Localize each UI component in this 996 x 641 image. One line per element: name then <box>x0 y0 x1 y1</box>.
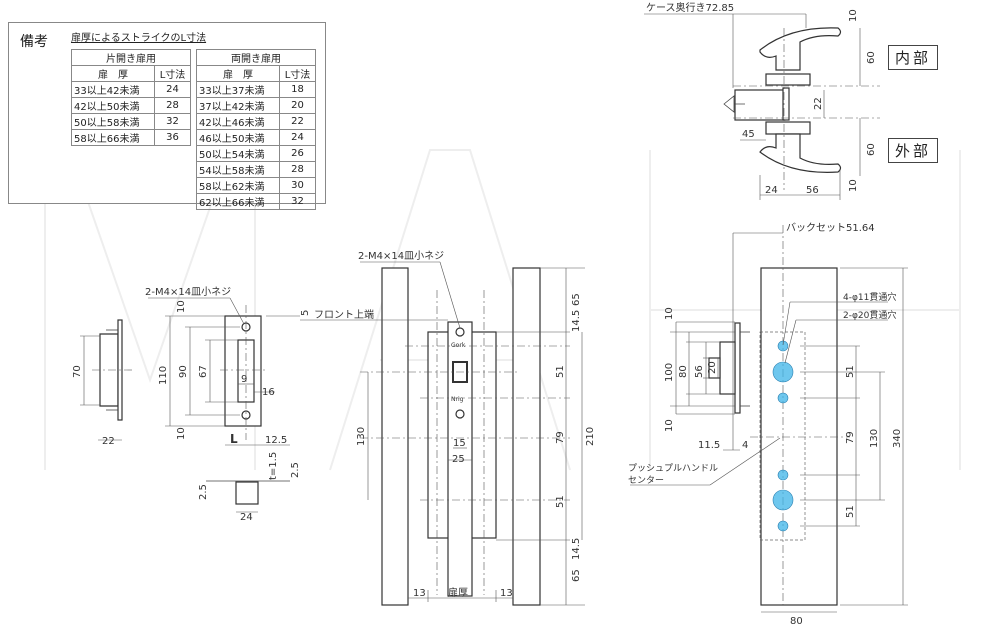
dimension-label: 340 <box>892 429 903 448</box>
hole-20mm <box>772 489 794 511</box>
dimension-label: 4 <box>742 440 748 451</box>
mounting-view: バックセット51.64 4-φ11貫通穴 2-φ20貫通穴 プッシュプルハンドル… <box>628 222 908 627</box>
front-screw-label: 2-M4×14皿小ネジ <box>358 250 444 262</box>
dimension-label: 56 <box>806 185 819 196</box>
hole-20mm <box>772 361 794 383</box>
dimension-label: 51 <box>555 365 566 378</box>
dimension-label: 100 <box>664 363 675 382</box>
dimension-label: 22 <box>102 436 115 447</box>
hole-11mm <box>777 392 789 404</box>
dimension-label: 20 <box>707 361 718 374</box>
dimension-label: 10 <box>176 427 187 440</box>
holes-20-label: 2-φ20貫通穴 <box>843 309 896 321</box>
dimension-label: 24 <box>765 185 778 196</box>
backset-label: バックセット51.64 <box>786 222 875 234</box>
dimension-label: 14.5 <box>571 538 582 560</box>
hole-11mm <box>777 340 789 352</box>
dimension-label: 65 <box>571 293 582 306</box>
dimension-label: 5 <box>300 310 311 316</box>
dimension-label: 9 <box>241 374 247 385</box>
dimension-label: 70 <box>72 365 83 378</box>
dimension-label: 2.5 <box>290 462 301 478</box>
inner-label: 内部 <box>888 45 939 70</box>
dimension-label: 13 <box>500 588 513 599</box>
l-dimension-cell: 32 <box>278 193 317 210</box>
case-depth-label: ケース奥行き72.85 <box>646 1 734 14</box>
strike-drawing: 70 22 2-M4×14皿小ネジ 10 110 90 67 9 16 10 L… <box>72 286 311 523</box>
dimension-label: 51 <box>555 495 566 508</box>
front-view: Gork Nrig フロント上端 2-M4×14皿小ネジ 65 14.5 51 … <box>300 250 596 606</box>
strike-screw-label: 2-M4×14皿小ネジ <box>145 286 231 298</box>
dimension-label: t=1.5 <box>268 452 279 480</box>
front-mark-top: Gork <box>451 342 466 349</box>
dimension-label: 12.5 <box>265 435 287 446</box>
dimension-label: 80 <box>678 365 689 378</box>
door-thickness-label: 扉厚 <box>448 586 468 599</box>
dimension-label: 10 <box>664 307 675 320</box>
dimension-label: 67 <box>198 365 209 378</box>
dimension-label: 210 <box>585 427 596 446</box>
dimension-label: 130 <box>869 429 880 448</box>
dimension-label: 15 <box>453 438 466 449</box>
dimension-label: 90 <box>178 365 189 378</box>
dimension-label: 2.5 <box>198 484 209 500</box>
handle-center-label-2: センター <box>628 475 664 486</box>
dimension-label: 10 <box>176 300 187 313</box>
dimension-label: 14.5 <box>571 310 582 332</box>
dimension-label: 130 <box>356 427 367 446</box>
dimension-label: 60 <box>866 143 877 156</box>
dimension-label: 45 <box>742 129 755 140</box>
dimension-label: 110 <box>158 366 169 385</box>
dimension-label: 60 <box>866 51 877 64</box>
l-dimension-cell: 36 <box>153 129 192 146</box>
dimension-label: 56 <box>694 365 705 378</box>
handle-center-label: プッシュプルハンドル <box>628 463 718 474</box>
front-mark-bottom: Nrig <box>451 396 464 403</box>
dimension-label: 51 <box>845 505 856 518</box>
holes-11-label: 4-φ11貫通穴 <box>843 291 896 303</box>
notes-label: 備考 <box>20 34 48 50</box>
dimension-label: 25 <box>452 454 465 465</box>
front-top-label: フロント上端 <box>314 308 374 321</box>
dimension-label: 11.5 <box>698 440 720 451</box>
dimension-label: 79 <box>845 431 856 444</box>
hole-11mm <box>777 520 789 532</box>
dimension-label: L <box>230 432 238 446</box>
dimension-label: 51 <box>845 365 856 378</box>
dimension-label: 79 <box>555 431 566 444</box>
dimension-label: 10 <box>848 9 859 22</box>
dimension-label: 24 <box>240 512 253 523</box>
outer-label: 外部 <box>888 138 939 163</box>
hole-11mm <box>777 469 789 481</box>
dimension-label: 22 <box>813 97 824 110</box>
dimension-label: 80 <box>790 616 803 627</box>
dimension-label: 10 <box>664 419 675 432</box>
dimension-label: 65 <box>571 569 582 582</box>
dimension-label: 16 <box>262 387 275 398</box>
handle-side-view: ケース奥行き72.85 10 60 22 45 60 10 24 56 <box>644 1 880 200</box>
dimension-label: 10 <box>848 179 859 192</box>
dimension-label: 13 <box>413 588 426 599</box>
notes-title: 扉厚によるストライクのL寸法 <box>71 33 207 44</box>
